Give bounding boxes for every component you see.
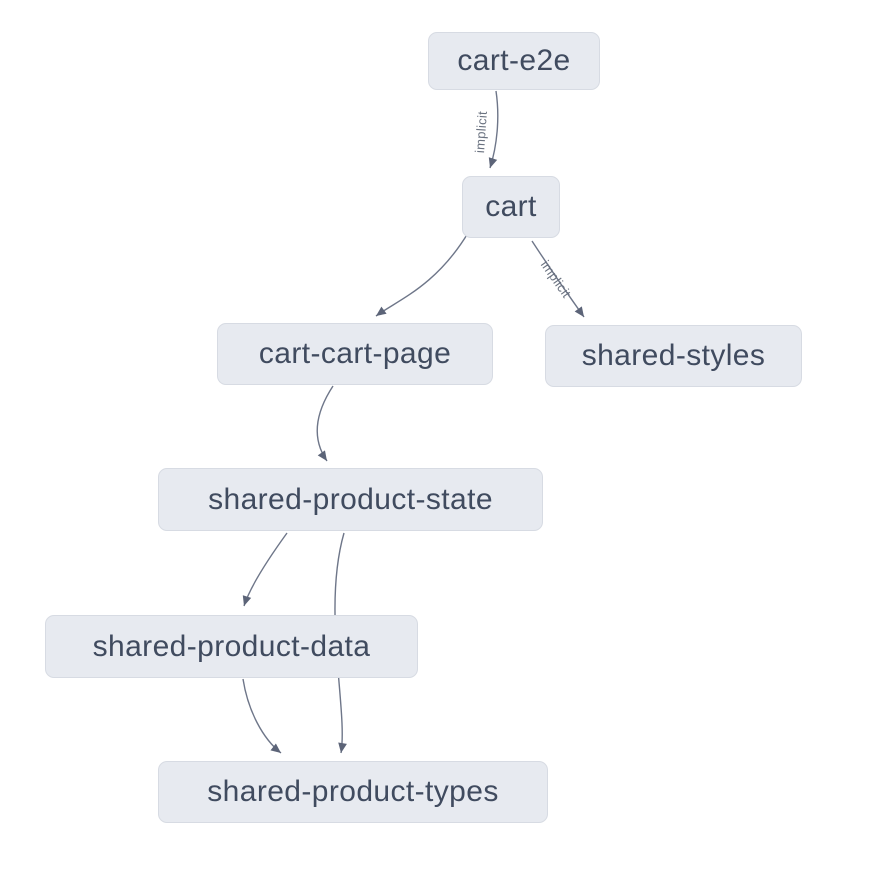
edge-label-implicit-2: implicit: [538, 257, 574, 300]
node-cart[interactable]: cart: [462, 176, 560, 238]
node-shared-product-state[interactable]: shared-product-state: [158, 468, 543, 531]
edge-shared-product-state-to-shared-product-data[interactable]: [242, 532, 288, 607]
edge-cart-to-shared-styles[interactable]: implicit: [531, 240, 585, 318]
node-label: shared-product-data: [92, 629, 371, 663]
edge-cart-cart-page-to-shared-product-state[interactable]: [316, 385, 334, 462]
node-shared-product-data[interactable]: shared-product-data: [45, 615, 418, 678]
node-label: cart-e2e: [457, 44, 571, 77]
node-label: shared-product-state: [208, 482, 493, 516]
edge-cart-to-cart-cart-page[interactable]: [375, 232, 469, 317]
edge-label-implicit-1: implicit: [472, 110, 490, 153]
node-shared-styles[interactable]: shared-styles: [545, 325, 802, 387]
node-label: cart: [485, 190, 537, 223]
node-label: shared-product-types: [207, 775, 499, 808]
node-shared-product-types[interactable]: shared-product-types: [158, 761, 548, 823]
edge-cart-e2e-to-cart[interactable]: implicit: [472, 90, 499, 169]
node-label: shared-styles: [581, 339, 766, 372]
node-label: cart-cart-page: [258, 337, 452, 370]
edge-shared-product-data-to-shared-product-types[interactable]: [242, 678, 282, 754]
node-cart-cart-page[interactable]: cart-cart-page: [217, 323, 493, 385]
node-cart-e2e[interactable]: cart-e2e: [428, 32, 600, 90]
